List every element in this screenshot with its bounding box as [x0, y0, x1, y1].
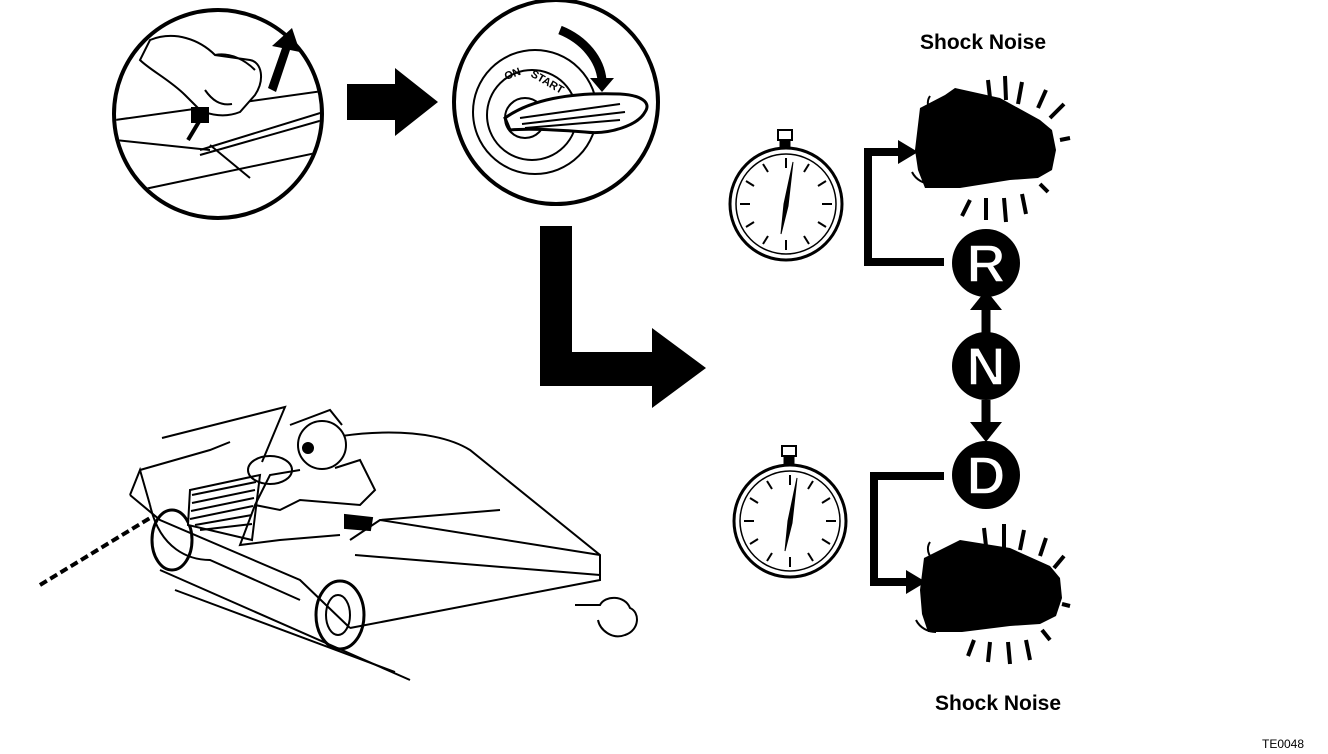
right-arrow-icon: [898, 140, 918, 164]
car-icon: [38, 405, 638, 681]
stopwatch-icon: [732, 445, 848, 579]
bracket-line: [870, 472, 944, 586]
bracket-line: [864, 148, 944, 266]
l-shaped-arrow-icon: [540, 226, 706, 408]
figure-code: TE0048: [1262, 737, 1305, 751]
transmission-icon: [915, 524, 1071, 665]
right-arrow-icon: [347, 68, 438, 136]
ignition-key-icon: ON START: [452, 0, 660, 206]
gear-selector: R N D: [952, 229, 1020, 509]
gear-r-label: R: [967, 234, 1006, 294]
gear-d-label: D: [967, 446, 1006, 506]
ignition-on-text: ON: [503, 66, 523, 83]
gear-n-label: N: [967, 337, 1006, 397]
top-shock-noise-label: Shock Noise: [920, 31, 1047, 54]
gear-d-badge: [952, 441, 1020, 509]
down-arrow-icon: [970, 422, 1002, 442]
gear-n-badge: [952, 332, 1020, 400]
bottom-shock-noise-label: Shock Noise: [935, 692, 1062, 715]
right-arrow-icon: [906, 570, 926, 594]
hand-lever-icon: [112, 8, 324, 220]
transmission-icon: [911, 75, 1071, 223]
up-arrow-icon: [970, 290, 1002, 310]
stopwatch-icon: [728, 129, 844, 262]
gear-r-badge: [952, 229, 1020, 297]
